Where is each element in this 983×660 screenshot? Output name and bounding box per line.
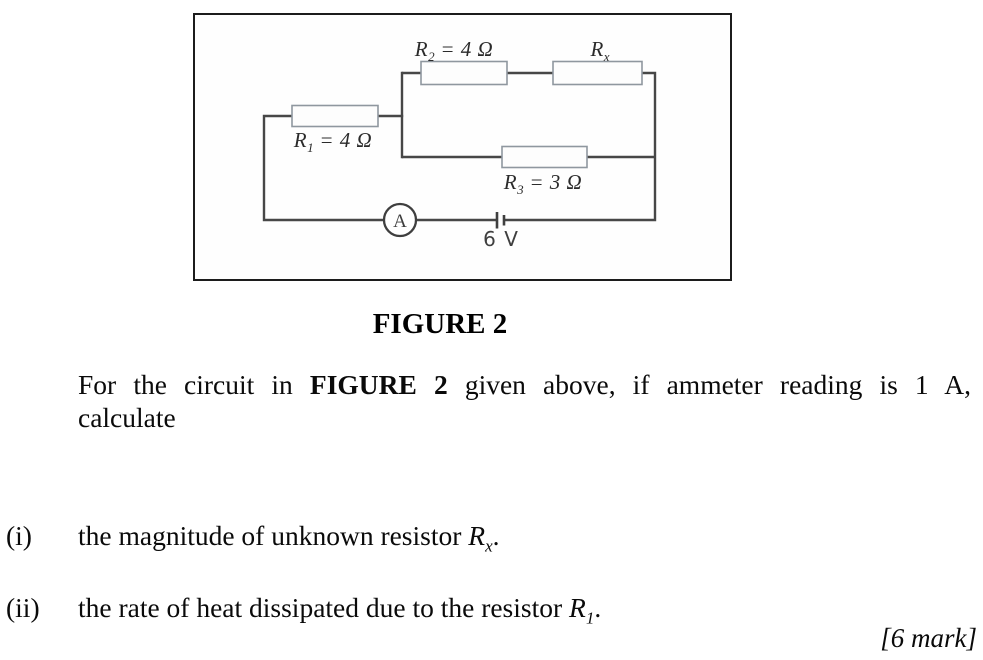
wire-right-loop <box>504 71 657 222</box>
intro-text-part2: given above, if ammeter reading is 1 A, <box>447 369 972 400</box>
problem-intro-line1: For the circuit in FIGURE 2 given above,… <box>78 368 971 401</box>
circuit-wires <box>262 71 657 222</box>
r1-label: R1 = 4 Ω <box>268 128 398 156</box>
resistor-r2-body <box>420 60 508 86</box>
battery-voltage-label: 6 V <box>483 227 519 251</box>
r3-value: = 3 Ω <box>523 170 583 194</box>
r3-subscript: 3 <box>517 182 524 198</box>
item-i-body: the magnitude of unknown resistor <box>78 520 469 551</box>
rx-subscript: x <box>603 49 610 65</box>
item-ii-symbol: R <box>569 592 586 623</box>
marks-allocation: [6 mark] <box>880 623 977 653</box>
ammeter-label: A <box>393 211 407 232</box>
resistor-r3-body <box>501 145 588 169</box>
circuit-diagram: A <box>262 60 657 238</box>
r2-value: = 4 Ω <box>434 37 494 61</box>
resistor-rx-body <box>552 60 643 86</box>
r2-label: R2 = 4 Ω <box>389 37 519 65</box>
resistor-r1-body <box>291 104 379 128</box>
item-ii-body: the rate of heat dissipated due to the r… <box>78 592 570 623</box>
wire-left-loop <box>262 114 497 222</box>
rx-label: Rx <box>563 37 637 65</box>
problem-intro-line2: calculate <box>78 402 176 433</box>
r3-label: R3 = 3 Ω <box>478 170 608 198</box>
r1-value: = 4 Ω <box>313 128 373 152</box>
item-ii-text: the rate of heat dissipated due to the r… <box>78 592 601 629</box>
item-i-numeral: (i) <box>6 520 32 551</box>
item-i-text: the magnitude of unknown resistor Rx. <box>78 520 500 557</box>
r2-subscript: 2 <box>428 49 435 65</box>
item-ii-numeral: (ii) <box>6 592 40 623</box>
figure-reference: FIGURE 2 <box>309 369 448 400</box>
ammeter-circle <box>382 202 418 238</box>
battery-symbol <box>495 212 506 229</box>
r1-subscript: 1 <box>307 140 314 156</box>
figure-caption: FIGURE 2 <box>372 308 508 340</box>
item-ii-subscript: 1 <box>585 608 595 628</box>
item-i-symbol: R <box>468 520 486 551</box>
item-ii-suffix: . <box>594 592 602 623</box>
r3-symbol: R <box>503 170 518 194</box>
figure-2-box: A R2 = 4 Ω Rx R1 = 4 Ω R3 = 3 Ω 6 V <box>193 13 732 281</box>
intro-text-part1: For the circuit in <box>78 369 310 400</box>
item-i-subscript: x <box>485 536 493 556</box>
rx-symbol: R <box>590 37 604 61</box>
r2-symbol: R <box>414 37 429 61</box>
r1-symbol: R <box>293 128 308 152</box>
item-i-suffix: . <box>492 520 500 551</box>
